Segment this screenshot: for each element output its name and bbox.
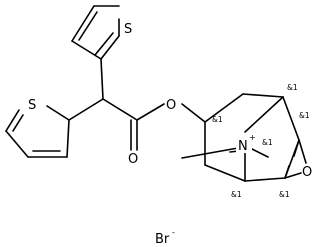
stereo-mark-ester-carbon: &1	[212, 115, 223, 124]
stereo-mark-bridgehead-top: &1	[287, 83, 298, 92]
carbonyl-oxygen-atom: O	[128, 152, 138, 167]
sulfur-atom-left: S	[28, 98, 36, 113]
bond-epoxide-b	[284, 172, 302, 179]
bond-n-methyl-2	[251, 148, 269, 158]
bond-n-methyl-1	[181, 147, 239, 159]
stereo-mark-epoxide-top: &1	[299, 111, 310, 120]
bond-ch-to-carbonyl	[102, 98, 138, 121]
nitrogen-charge: +	[249, 133, 256, 142]
stereo-mark-bridgehead-bottom: &1	[231, 190, 242, 199]
bond-epoxide-a	[298, 139, 307, 164]
ester-group	[130, 103, 206, 151]
thiophene-top-ring	[71, 5, 120, 60]
scopine-cage	[204, 93, 300, 182]
stereo-mark-nitrogen: &1	[262, 138, 273, 147]
bond-ch-to-left-ring	[68, 98, 104, 121]
bond-ring-to-ch	[100, 58, 104, 100]
stereo-mark-epoxide-bottom: &1	[279, 190, 290, 199]
thiophene-left-ring	[5, 105, 70, 158]
bromide-charge: -	[172, 228, 175, 237]
ester-oxygen-atom: O	[166, 98, 176, 113]
bromide-counterion: Br	[155, 232, 170, 247]
nitrogen-atom: N	[238, 139, 248, 154]
epoxide-oxygen-atom: O	[302, 165, 312, 180]
sulfur-atom-top: S	[124, 22, 132, 37]
